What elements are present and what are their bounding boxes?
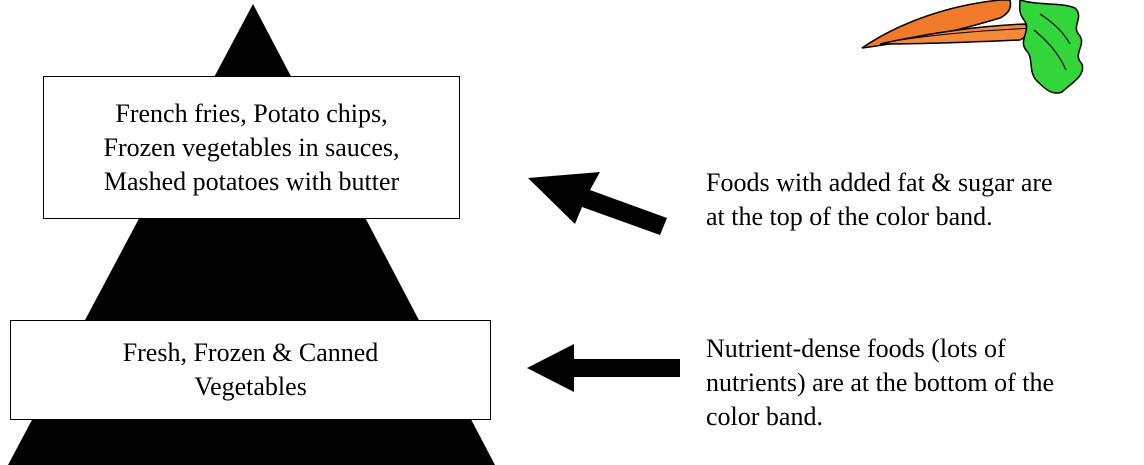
arrow-top-icon	[528, 172, 667, 235]
box-text-line: Fresh, Frozen & Canned	[122, 338, 379, 367]
carrot-icon	[861, 0, 1084, 94]
note-text-line: color band.	[706, 402, 823, 431]
fresh-vegetables-box: Fresh, Frozen & Canned Vegetables	[10, 320, 491, 420]
box-text-line: French fries, Potato chips,	[115, 98, 388, 128]
box-text-line: Vegetables	[194, 372, 307, 401]
note-text-line: Foods with added fat & sugar are	[706, 168, 1053, 197]
box-text-line: Frozen vegetables in sauces,	[103, 132, 400, 162]
note-text-line: Nutrient-dense foods (lots of	[706, 334, 1006, 363]
processed-foods-box: French fries, Potato chips, Frozen veget…	[43, 76, 460, 219]
note-text-line: nutrients) are at the bottom of the	[706, 368, 1055, 397]
box-text-line: Mashed potatoes with butter	[103, 166, 400, 196]
note-text-line: at the top of the color band.	[706, 202, 993, 231]
bottom-band-note: Nutrient-dense foods (lots of nutrients)…	[706, 332, 1054, 434]
top-band-note: Foods with added fat & sugar are at the …	[706, 166, 1053, 234]
arrow-bottom-icon	[527, 344, 680, 392]
